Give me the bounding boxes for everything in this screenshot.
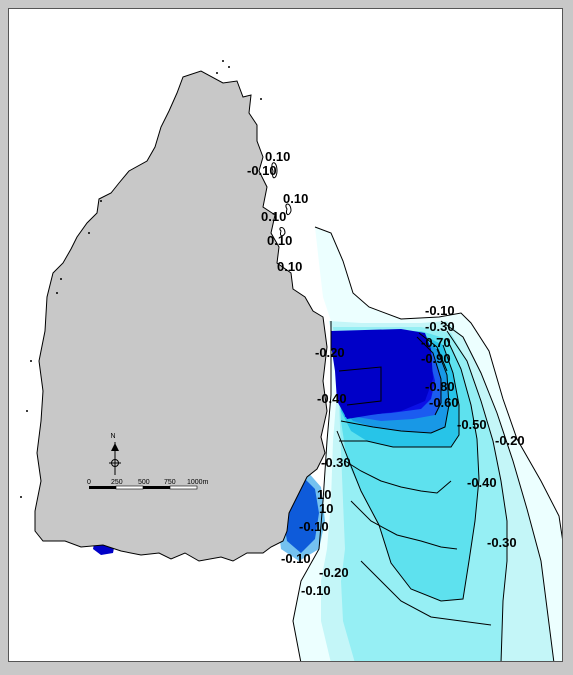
contour-map: 0.10 -0.10 0.10 0.10 0.10 0.10 -0.10 -0.… bbox=[20, 60, 562, 661]
contour-label: 0.10 bbox=[261, 209, 286, 224]
contour-line bbox=[344, 460, 452, 494]
contour-label: 0.10 bbox=[277, 259, 302, 274]
contour-loop bbox=[279, 227, 286, 237]
contour-label: -0.10 bbox=[425, 303, 455, 318]
north-arrow: N bbox=[109, 433, 121, 475]
contour-label: -0.50 bbox=[457, 417, 487, 432]
map-frame: 0.10 -0.10 0.10 0.10 0.10 0.10 -0.10 -0.… bbox=[8, 8, 563, 662]
contour-label: -0.80 bbox=[425, 379, 455, 394]
scale-bar-tick-label: 0 bbox=[87, 479, 91, 486]
contour-lines bbox=[271, 162, 562, 661]
contour-loop bbox=[285, 203, 292, 216]
contour-labels: 0.10 -0.10 0.10 0.10 0.10 0.10 -0.10 -0.… bbox=[247, 149, 525, 598]
contour-line bbox=[446, 330, 508, 661]
contour-line bbox=[339, 344, 460, 448]
islet bbox=[100, 200, 102, 202]
contour-line bbox=[336, 338, 480, 602]
north-arrow-label: N bbox=[110, 433, 115, 440]
islet bbox=[88, 232, 90, 234]
contour-label: -0.10 bbox=[281, 551, 311, 566]
islet bbox=[56, 292, 58, 294]
contour-line bbox=[360, 560, 492, 626]
contour-label: 10 bbox=[317, 487, 331, 502]
contour-label: 0.10 bbox=[265, 149, 290, 164]
islet bbox=[26, 410, 28, 412]
contour-line bbox=[338, 366, 382, 406]
scale-bar-tick-label: 750 bbox=[164, 479, 176, 486]
contour-line bbox=[292, 321, 332, 661]
contour-label: -0.10 bbox=[299, 519, 329, 534]
scale-bar-seg bbox=[143, 486, 170, 489]
islet bbox=[222, 60, 224, 62]
contour-label: 0.10 bbox=[267, 233, 292, 248]
contour-label: -0.30 bbox=[425, 319, 455, 334]
contour-line bbox=[350, 500, 458, 550]
contour-label: -0.40 bbox=[467, 475, 497, 490]
coastal-islets bbox=[20, 60, 262, 498]
contour-label: -0.10 bbox=[301, 583, 331, 598]
contour-label: 10 bbox=[319, 501, 333, 516]
islet bbox=[260, 98, 262, 100]
contour-label: -0.10 bbox=[247, 163, 277, 178]
plume-core bbox=[331, 329, 433, 419]
contour-label: 0.10 bbox=[283, 191, 308, 206]
contour-line bbox=[416, 336, 442, 416]
scale-bar: 0 250 500 750 1000m bbox=[87, 479, 209, 490]
islet bbox=[228, 66, 230, 68]
contour-label: -0.70 bbox=[421, 335, 451, 350]
islet bbox=[20, 496, 22, 498]
land-mass bbox=[34, 70, 328, 562]
contour-label: -0.20 bbox=[495, 433, 525, 448]
north-arrow-head bbox=[111, 443, 119, 451]
contour-line bbox=[440, 320, 555, 661]
contour-loop bbox=[271, 162, 278, 179]
scale-bar-tick-label: 1000m bbox=[187, 479, 209, 486]
contour-line bbox=[418, 332, 448, 372]
scale-bar-seg bbox=[115, 485, 144, 490]
contour-line bbox=[340, 348, 450, 434]
scale-bar-seg bbox=[89, 486, 116, 489]
islet bbox=[216, 72, 218, 74]
contour-label: -0.30 bbox=[321, 455, 351, 470]
islet bbox=[60, 278, 62, 280]
contour-label: -0.40 bbox=[317, 391, 347, 406]
contour-label: -0.30 bbox=[487, 535, 517, 550]
plume-bands bbox=[93, 227, 562, 661]
contour-label: -0.20 bbox=[315, 345, 345, 360]
contour-label: -0.90 bbox=[421, 351, 451, 366]
contour-label: -0.60 bbox=[429, 395, 459, 410]
scale-bar-seg bbox=[169, 485, 198, 490]
scale-bar-tick-label: 500 bbox=[138, 479, 150, 486]
contour-label: -0.20 bbox=[319, 565, 349, 580]
scale-bar-tick-label: 250 bbox=[111, 479, 123, 486]
contour-line bbox=[314, 226, 562, 540]
islet bbox=[30, 360, 32, 362]
